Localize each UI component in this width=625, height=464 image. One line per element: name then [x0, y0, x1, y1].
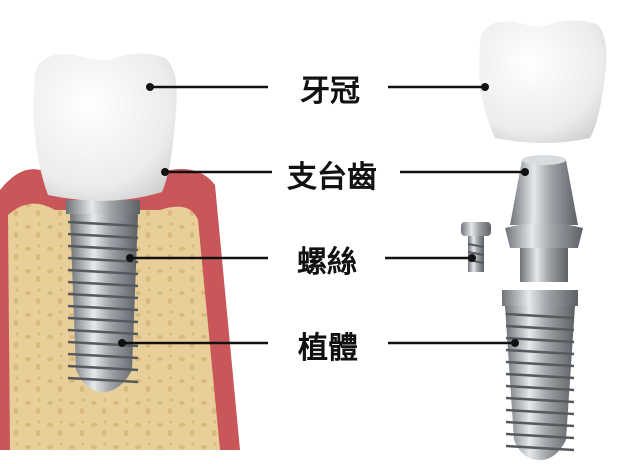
thread: [505, 324, 575, 332]
thread: [505, 348, 575, 356]
thread: [505, 360, 575, 368]
thread: [67, 328, 139, 336]
label-screw: 螺絲: [297, 245, 357, 280]
thread: [505, 396, 575, 404]
thread: [505, 432, 575, 440]
label-crown: 牙冠: [300, 74, 360, 109]
label-implant: 植體: [298, 331, 358, 366]
thread: [505, 420, 575, 428]
thread: [67, 268, 139, 276]
thread: [67, 304, 139, 312]
thread: [505, 444, 575, 452]
label-abutment: 支台齒: [287, 160, 377, 195]
thread: [505, 384, 575, 392]
leader-dots: [118, 83, 529, 347]
screw: [461, 222, 491, 272]
crown-right: [479, 20, 607, 143]
thread: [67, 232, 139, 240]
thread: [505, 372, 575, 380]
thread: [67, 352, 139, 360]
thread: [67, 292, 139, 300]
implant-right: [502, 290, 578, 460]
thread: [67, 376, 139, 384]
thread: [67, 256, 139, 264]
leader-lines: [122, 85, 525, 345]
thread: [67, 364, 139, 372]
thread: [67, 340, 139, 348]
thread: [67, 280, 139, 288]
abutment: [505, 155, 583, 282]
thread: [67, 244, 139, 252]
thread: [67, 316, 139, 324]
implant-left: [66, 200, 140, 392]
thread: [505, 312, 575, 320]
thread: [505, 336, 575, 344]
thread: [505, 408, 575, 416]
thread: [67, 220, 139, 228]
crown-left: [33, 53, 177, 201]
